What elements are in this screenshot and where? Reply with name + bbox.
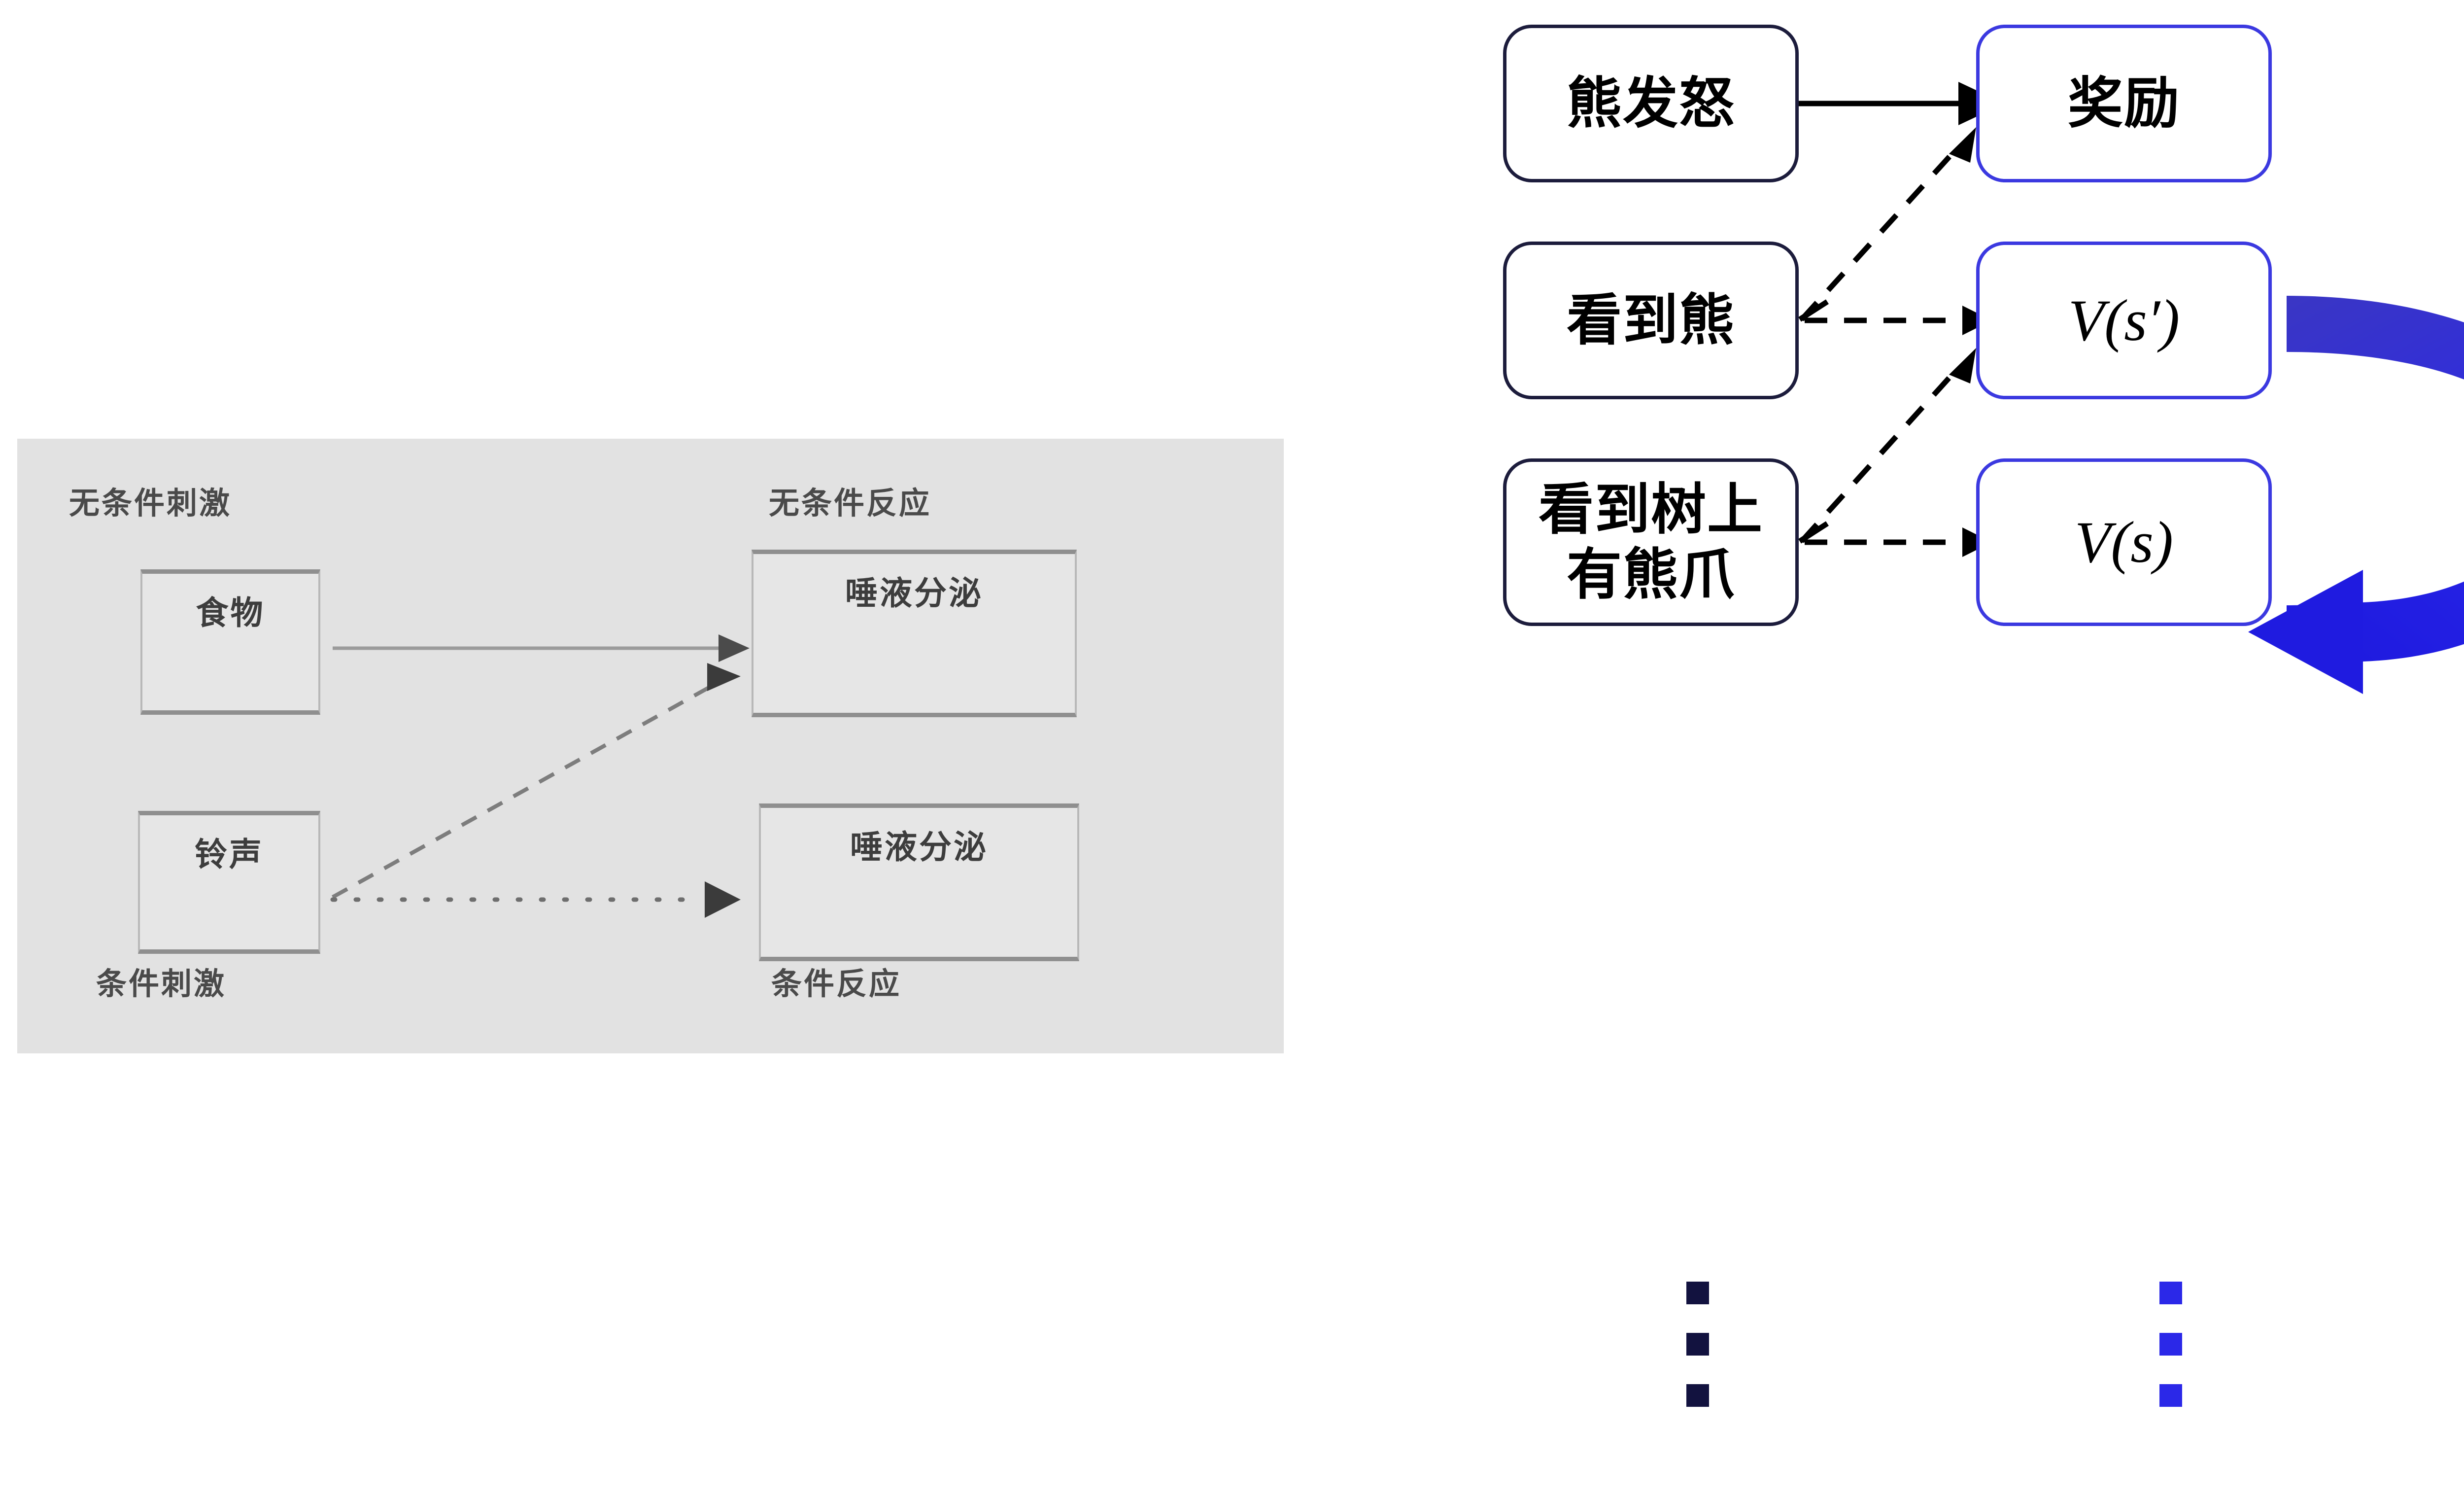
classical-conditioning-panel: 无条件刺激 无条件反应 条件刺激 条件反应 食物 铃声 唾液分泌 唾液分泌 — [17, 439, 1284, 1053]
state-box-bear-claw[interactable]: 看到树上 有熊爪 — [1503, 458, 1799, 626]
ellipsis-square — [2159, 1384, 2182, 1407]
pavlov-arrow-layer — [330, 634, 750, 918]
value-box-v-s-label: V(s) — [2075, 509, 2173, 575]
arrowhead-bell-to-salivation-bottom — [705, 881, 741, 918]
box-food: 食物 — [140, 569, 320, 715]
ellipsis-states — [1686, 1282, 1709, 1435]
arrowhead-see-to-reward — [1949, 127, 1976, 163]
state-box-see-bear-label: 看到熊 — [1567, 289, 1735, 351]
label-conditioned-response: 条件反应 — [771, 967, 902, 1001]
box-salivation-top-label: 唾液分泌 — [845, 575, 983, 611]
arrow-bell-to-salivation-top — [332, 678, 723, 899]
label-conditioned-stimulus: 条件刺激 — [96, 967, 227, 1001]
arrow-see-to-reward — [1799, 146, 1960, 321]
state-box-bear-claw-label: 看到树上 有熊爪 — [1539, 477, 1763, 607]
box-bell: 铃声 — [138, 811, 320, 954]
box-salivation-top: 唾液分泌 — [752, 550, 1077, 717]
ellipsis-square — [2159, 1282, 2182, 1304]
box-salivation-bottom-label: 唾液分泌 — [850, 829, 988, 865]
ellipsis-values — [2159, 1282, 2182, 1435]
value-box-v-s-prime[interactable]: V(s′) — [1976, 242, 2272, 399]
value-box-v-s-prime-label: V(s′) — [2068, 287, 2180, 353]
value-box-reward-label: 奖励 — [2068, 72, 2180, 134]
state-box-anger-label: 熊发怒 — [1567, 72, 1735, 134]
tick-paw-origin — [1798, 521, 1829, 544]
label-unconditioned-response: 无条件反应 — [769, 487, 932, 521]
box-bell-label: 铃声 — [195, 836, 264, 872]
value-box-reward[interactable]: 奖励 — [1976, 25, 2272, 182]
value-box-v-s[interactable]: V(s) — [1976, 458, 2272, 626]
rl-value-diagram-panel: 熊发怒 看到熊 看到树上 有熊爪 奖励 V(s′) V(s) — [1454, 0, 2464, 1499]
rl-arrow-layer — [1798, 82, 2464, 694]
ellipsis-square — [1686, 1384, 1709, 1407]
arrowhead-bell-to-salivation-top — [707, 663, 741, 691]
ellipsis-square — [1686, 1282, 1709, 1304]
box-food-label: 食物 — [196, 594, 265, 631]
state-box-see-bear[interactable]: 看到熊 — [1503, 242, 1799, 399]
ellipsis-square — [1686, 1333, 1709, 1356]
arrowhead-paw-to-vsp — [1949, 348, 1976, 383]
state-box-bear-claw-line2: 有熊爪 — [1567, 544, 1735, 605]
box-salivation-bottom: 唾液分泌 — [759, 803, 1079, 961]
arrow-paw-to-vsp — [1799, 367, 1960, 543]
loop-arrow-icon — [2248, 296, 2464, 694]
state-box-anger[interactable]: 熊发怒 — [1503, 25, 1799, 182]
state-box-bear-claw-line1: 看到树上 — [1539, 478, 1763, 540]
tick-see-origin — [1798, 299, 1829, 322]
ellipsis-square — [2159, 1333, 2182, 1356]
label-unconditioned-stimulus: 无条件刺激 — [69, 487, 232, 521]
